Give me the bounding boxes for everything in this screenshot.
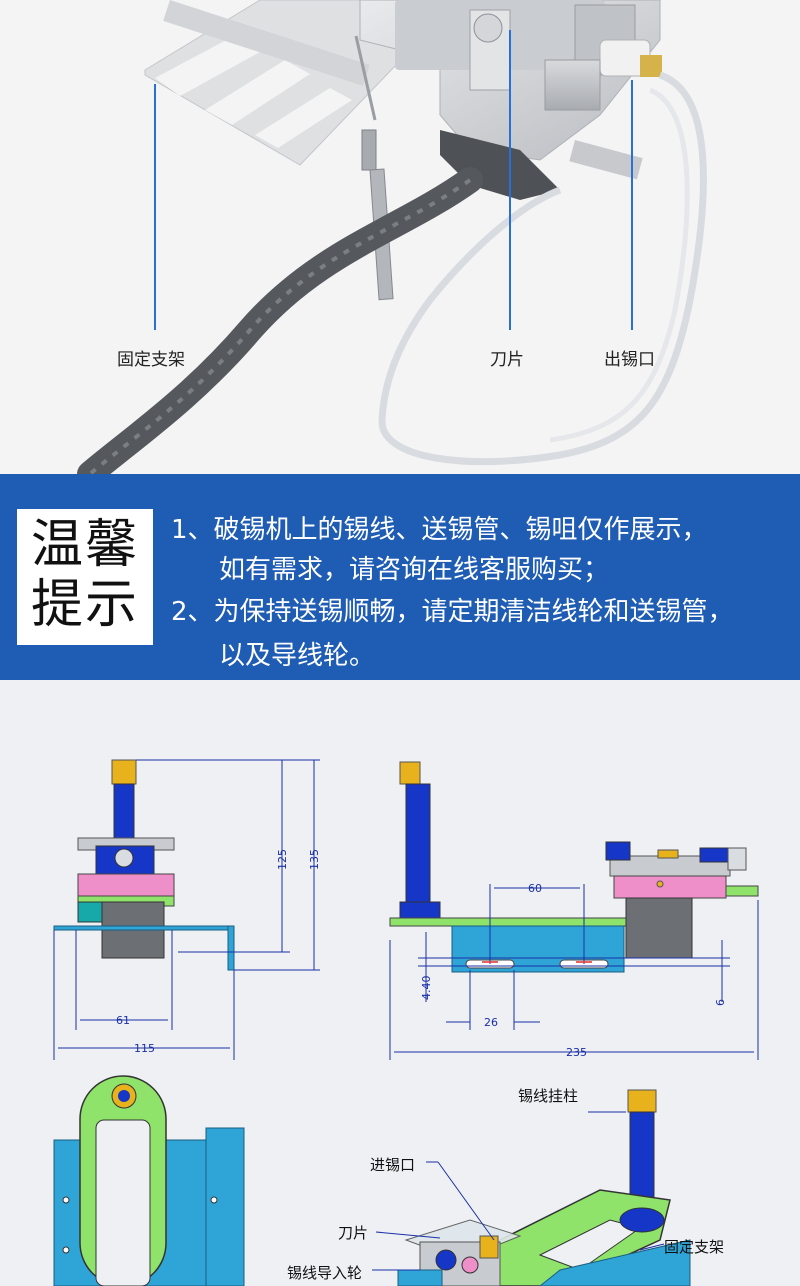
label-blade-drawing: 刀片 — [338, 1224, 369, 1242]
dim-125: 125 — [276, 849, 289, 870]
drawing-canvas: 125 135 61 115 — [53, 759, 759, 1286]
tips-title-box: 温馨 提示 — [17, 509, 153, 645]
tip-line-3: 2、为保持送锡顺畅，请定期清洁线轮和送锡管， — [171, 597, 734, 627]
dim-115: 115 — [134, 1042, 155, 1055]
tips-title: 温馨 提示 — [17, 515, 153, 635]
tip-line-2: 如有需求，请咨询在线客服购买； — [219, 555, 610, 585]
label-feed-inlet: 进锡口 — [370, 1156, 416, 1174]
dim-235: 235 — [566, 1046, 587, 1059]
technical-drawings: 125 135 61 115 — [0, 680, 800, 1286]
label-spool-post: 锡线挂柱 — [518, 1087, 579, 1105]
dim-61: 61 — [116, 1014, 130, 1027]
label-guide-wheel: 锡线导入轮 — [287, 1264, 363, 1282]
tip-line-1: 1、破锡机上的锡线、送锡管、锡咀仅作展示， — [171, 515, 708, 545]
front-dimensions — [53, 759, 320, 1060]
tips-title-line1: 温馨 — [30, 515, 139, 575]
dim-60: 60 — [528, 882, 542, 895]
label-blade: 刀片 — [490, 350, 524, 370]
top-view — [53, 1075, 245, 1286]
product-photo-illustration — [77, 0, 707, 474]
label-bracket-drawing: 固定支架 — [664, 1238, 725, 1256]
label-outlet: 出锡口 — [604, 350, 655, 370]
dim-4-40: 4.40 — [420, 976, 433, 1001]
dim-135: 135 — [308, 849, 321, 870]
side-dimensions — [389, 884, 759, 1060]
dim-26: 26 — [484, 1016, 498, 1029]
iso-view — [397, 1089, 691, 1286]
dim-6: 6 — [714, 999, 727, 1006]
front-view — [53, 759, 235, 971]
tip-line-4: 以及导线轮。 — [219, 641, 376, 671]
product-photo: 固定支架 刀片 出锡口 — [0, 0, 800, 474]
iso-leaders — [372, 1111, 665, 1271]
tips-title-line2: 提示 — [30, 575, 139, 635]
label-bracket: 固定支架 — [117, 350, 185, 370]
side-view — [389, 761, 759, 973]
